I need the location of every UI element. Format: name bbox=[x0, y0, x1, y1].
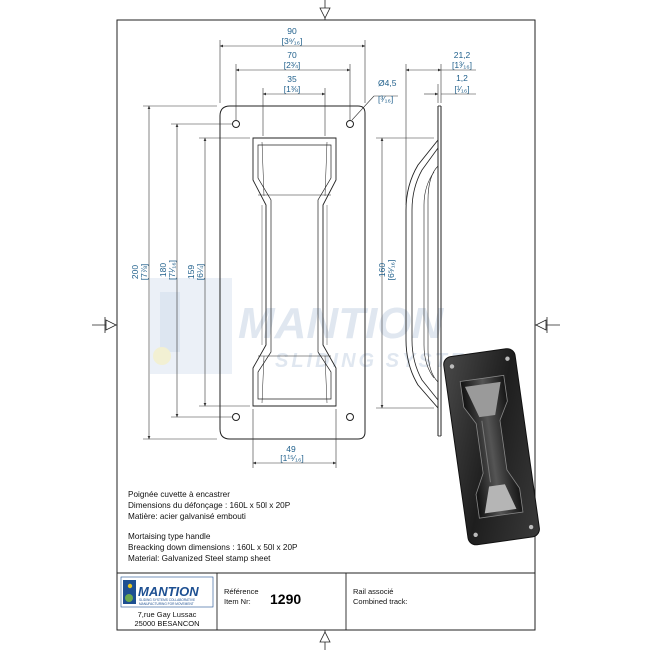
dim-width-49: 49 bbox=[286, 444, 296, 454]
watermark-tagline: SLIDING SYSTEMS bbox=[275, 350, 502, 372]
dim-height-200-inch: [7⅞] bbox=[139, 264, 149, 281]
dim-height-160-inch: [6⁵⁄₁₆] bbox=[386, 260, 396, 281]
description-notes: Poignée cuvette à encastrer Dimensions d… bbox=[128, 490, 298, 563]
rail-label-fr: Rail associé bbox=[353, 587, 393, 596]
dim-width-70: 70 bbox=[287, 50, 297, 60]
mounting-hole bbox=[232, 413, 240, 421]
front-view: 90 [3⁹⁄₁₆] 70 [2¾] 35 [1⅜] 49 [1¹⁵⁄₁₆] 2… bbox=[130, 26, 366, 468]
dim-hole-diameter: Ø4,5 bbox=[378, 78, 397, 88]
description-fr-line-2: Dimensions du défonçage : 160L x 50l x 2… bbox=[128, 501, 291, 510]
product-photo bbox=[443, 348, 540, 546]
dim-height-159: 159 bbox=[186, 265, 196, 279]
dim-thickness-1-inch: [¹⁄₁₆] bbox=[454, 84, 469, 94]
dim-hole-diameter-inch: [³⁄₁₆] bbox=[378, 94, 393, 104]
mounting-hole bbox=[346, 120, 354, 128]
dim-height-180: 180 bbox=[158, 263, 168, 277]
mantion-logo: MANTION SLIDING SYSTEMS COLLABORATIVE MA… bbox=[120, 576, 214, 608]
address-line-1: 7,rue Gay Lussac bbox=[138, 610, 197, 619]
address-line-2: 25000 BESANCON bbox=[134, 619, 199, 628]
dim-width-35-inch: [1⅜] bbox=[284, 84, 301, 94]
dim-height-159-inch: [6¼] bbox=[195, 264, 205, 281]
mounting-hole bbox=[346, 413, 354, 421]
dim-width-90: 90 bbox=[287, 26, 297, 36]
reference-label-en: Item Nr: bbox=[224, 597, 251, 606]
dim-height-160: 160 bbox=[377, 263, 387, 277]
dim-height-180-inch: [7¹⁄₁₆] bbox=[167, 260, 177, 280]
description-en-line-1: Mortaising type handle bbox=[128, 532, 211, 541]
dim-width-35: 35 bbox=[287, 74, 297, 84]
dim-thickness-1: 1,2 bbox=[456, 73, 468, 83]
dim-height-200: 200 bbox=[130, 265, 140, 279]
mounting-hole bbox=[232, 120, 240, 128]
logo-wordmark: MANTION bbox=[138, 584, 199, 599]
logo-tagline-2: MANUFACTURING FOR MOVEMENT bbox=[139, 602, 194, 606]
dim-width-70-inch: [2¾] bbox=[284, 60, 301, 70]
centering-marks bbox=[92, 0, 560, 650]
dim-width-90-inch: [3⁹⁄₁₆] bbox=[282, 36, 303, 46]
logo-tagline-1: SLIDING SYSTEMS COLLABORATIVE bbox=[139, 598, 195, 602]
watermark-brand: MANTION bbox=[238, 299, 445, 348]
dim-depth-21: 21,2 bbox=[454, 50, 471, 60]
description-fr-line-3: Matière: acier galvanisé embouti bbox=[128, 512, 246, 521]
title-block: MANTION SLIDING SYSTEMS COLLABORATIVE MA… bbox=[117, 572, 535, 630]
dim-width-49-inch: [1¹⁵⁄₁₆] bbox=[280, 453, 304, 463]
reference-value: 1290 bbox=[270, 591, 301, 607]
description-en-line-2: Breacking down dimensions : 160L x 50l x… bbox=[128, 543, 298, 552]
dim-depth-21-inch: [1³⁄₁₆] bbox=[452, 60, 472, 70]
side-view: 21,2 [1³⁄₁₆] 1,2 [¹⁄₁₆] Ø4,5 [³⁄₁₆] 160 … bbox=[351, 50, 476, 437]
reference-label-fr: Référence bbox=[224, 587, 259, 596]
rail-label-en: Combined track: bbox=[353, 597, 408, 606]
watermark: MANTION SLIDING SYSTEMS bbox=[150, 278, 502, 374]
description-fr-line-1: Poignée cuvette à encastrer bbox=[128, 490, 230, 499]
description-en-line-3: Material: Galvanized Steel stamp sheet bbox=[128, 554, 271, 563]
